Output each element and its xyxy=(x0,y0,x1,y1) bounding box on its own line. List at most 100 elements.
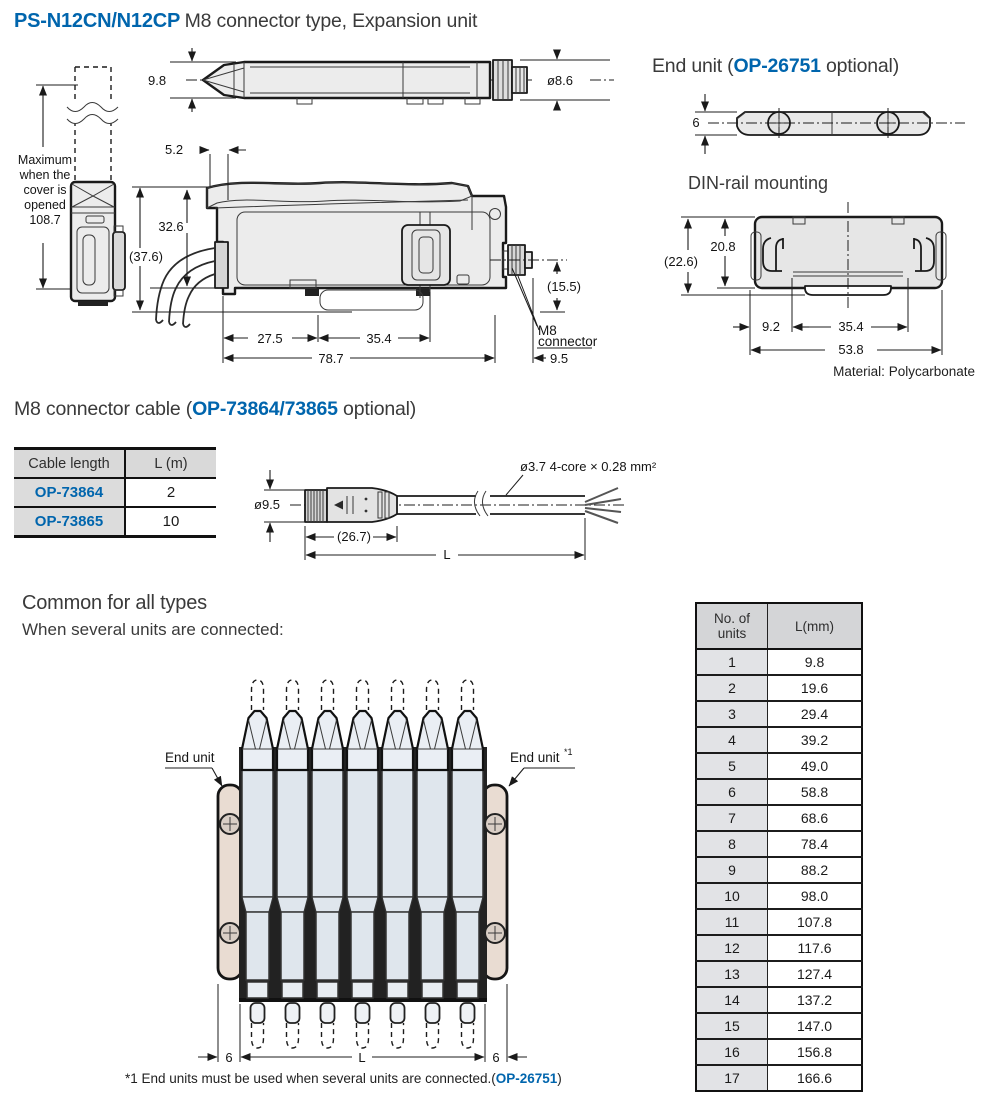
side-view-drawing: 5.2 32.6 (37.6) (15.5) M8 connector 27.5… xyxy=(129,142,598,366)
length-value-cell: 107.8 xyxy=(767,908,862,935)
length-value-cell: 156.8 xyxy=(767,1038,862,1065)
footnote: *1 End units must be used when several u… xyxy=(125,1071,562,1086)
expansion-unit xyxy=(240,678,275,1050)
cable-heading-prefix: M8 connector cable ( xyxy=(14,398,193,420)
rail-clip xyxy=(762,237,784,272)
seg1-dim: 27.5 xyxy=(257,331,282,346)
m8-label-line2: connector xyxy=(538,334,598,349)
rail-clip xyxy=(913,237,935,272)
table-row: 14 137.2 xyxy=(696,986,862,1013)
length-value-cell: 137.2 xyxy=(767,986,862,1013)
footnote-text: *1 End units must be used when several u… xyxy=(125,1071,496,1086)
units-count-cell: 3 xyxy=(696,700,768,727)
table-row: 2 19.6 xyxy=(696,674,862,701)
length-value-cell: 147.0 xyxy=(767,1012,862,1039)
table-row: 4 39.2 xyxy=(696,726,862,753)
din-total-height-dim: (22.6) xyxy=(664,254,698,269)
table-row: OP-73865 10 xyxy=(14,507,216,537)
plate-dim-right: 6 xyxy=(492,1050,499,1065)
cable-length-cell: 2 xyxy=(124,478,216,507)
end-unit-thickness-dim: 6 xyxy=(692,115,699,130)
title-description: M8 connector type, Expansion unit xyxy=(184,10,478,32)
column-header: L(mm) xyxy=(767,603,862,650)
units-count-cell: 5 xyxy=(696,752,768,779)
top-view-drawing: 9.8 ø8.6 xyxy=(148,48,614,112)
common-heading: Common for all types xyxy=(22,592,207,614)
length-value-cell: 117.6 xyxy=(767,934,862,961)
din-material-note: Material: Polycarbonate xyxy=(833,364,975,379)
table-header-row: No. of units L(mm) xyxy=(696,603,862,650)
end-unit-drawing: 6 xyxy=(692,94,965,154)
common-subheading: When several units are connected: xyxy=(22,620,284,639)
connector-len-dim: 9.5 xyxy=(550,351,568,366)
din-total-width-dim: 53.8 xyxy=(838,342,863,357)
table-row: 12 117.6 xyxy=(696,934,862,961)
table-row: 8 78.4 xyxy=(696,830,862,857)
din-body-height-dim: 20.8 xyxy=(710,239,735,254)
din-rail-heading: DIN-rail mounting xyxy=(688,173,829,193)
units-count-cell: 8 xyxy=(696,830,768,857)
units-count-cell: 10 xyxy=(696,882,768,909)
units-count-cell: 2 xyxy=(696,674,768,701)
din-rail-width-dim: 35.4 xyxy=(838,319,863,334)
units-count-cell: 11 xyxy=(696,908,768,935)
table-row: 13 127.4 xyxy=(696,960,862,987)
din-offset-dim: 9.2 xyxy=(762,319,780,334)
wire-spec-label: ø3.7 4-core × 0.28 mm² xyxy=(520,459,657,474)
table-row: 9 88.2 xyxy=(696,856,862,883)
footnote-suffix: ) xyxy=(557,1071,562,1086)
length-value-cell: 19.6 xyxy=(767,674,862,701)
table-row: OP-73864 2 xyxy=(14,478,216,507)
connected-units-drawing: End unit End unit *1 6 L 6 xyxy=(165,678,575,1065)
connector-dia-dim: ø8.6 xyxy=(547,73,573,88)
units-count-cell: 13 xyxy=(696,960,768,987)
table-row: 3 29.4 xyxy=(696,700,862,727)
screw-icon xyxy=(219,813,506,944)
units-length-dim: L xyxy=(358,1050,365,1065)
expansion-unit xyxy=(380,678,415,1050)
wire-ends xyxy=(584,487,622,524)
front-view-drawing: Maximum when the cover is opened 108.7 xyxy=(18,66,126,306)
units-count-cell: 1 xyxy=(696,648,768,675)
m8-label-line1: M8 xyxy=(538,323,557,338)
column-header: L (m) xyxy=(124,448,216,478)
table-header-row: Cable length L (m) xyxy=(14,448,216,478)
end-unit-part-number: OP-26751 xyxy=(733,55,821,77)
table-row: 6 58.8 xyxy=(696,778,862,805)
units-count-cell: 7 xyxy=(696,804,768,831)
title-part-number: PS-N12CN/N12CP xyxy=(14,10,181,32)
cable-heading: M8 connector cable (OP-73864/73865 optio… xyxy=(14,398,416,421)
end-unit-label-left: End unit xyxy=(165,750,215,765)
footnote-part-number: OP-26751 xyxy=(495,1071,558,1086)
end-unit-heading: End unit (OP-26751 optional) xyxy=(652,55,899,78)
table-row: 15 147.0 xyxy=(696,1012,862,1039)
cable-length-table: Cable length L (m) OP-73864 2 OP-73865 1… xyxy=(14,447,216,538)
cable-part-cell: OP-73864 xyxy=(14,478,125,507)
length-value-cell: 166.6 xyxy=(767,1064,862,1091)
cable-connector-len-dim: (26.7) xyxy=(337,529,371,544)
cover-note-line2: when the xyxy=(19,168,71,182)
expansion-connector xyxy=(401,212,451,298)
length-value-cell: 39.2 xyxy=(767,726,862,753)
end-unit-heading-suffix: optional) xyxy=(820,55,899,77)
end-unit-label-right: End unit xyxy=(510,750,560,765)
table-row: 17 166.6 xyxy=(696,1064,862,1091)
expansion-unit xyxy=(275,678,310,1050)
length-value-cell: 29.4 xyxy=(767,700,862,727)
cable-drawing: ø3.7 4-core × 0.28 mm² ø9.5 (26.7) L xyxy=(254,459,657,562)
cable-length-cell: 10 xyxy=(124,507,216,537)
screw-icon xyxy=(489,208,501,220)
units-count-cell: 16 xyxy=(696,1038,768,1065)
lip-offset-dim: 5.2 xyxy=(165,142,183,157)
table-row: 7 68.6 xyxy=(696,804,862,831)
table-row: 16 156.8 xyxy=(696,1038,862,1065)
cable-part-number: OP-73864/73865 xyxy=(192,398,338,420)
cover-note-line3: cover is xyxy=(23,183,66,197)
end-unit-heading-prefix: End unit ( xyxy=(652,55,734,77)
units-length-table: No. of units L(mm) 1 9.8 2 19.6 3 29.4 4… xyxy=(695,602,863,1092)
expansion-unit xyxy=(310,678,345,1050)
length-value-cell: 58.8 xyxy=(767,778,862,805)
length-value-cell: 127.4 xyxy=(767,960,862,987)
column-header: Cable length xyxy=(14,448,125,478)
